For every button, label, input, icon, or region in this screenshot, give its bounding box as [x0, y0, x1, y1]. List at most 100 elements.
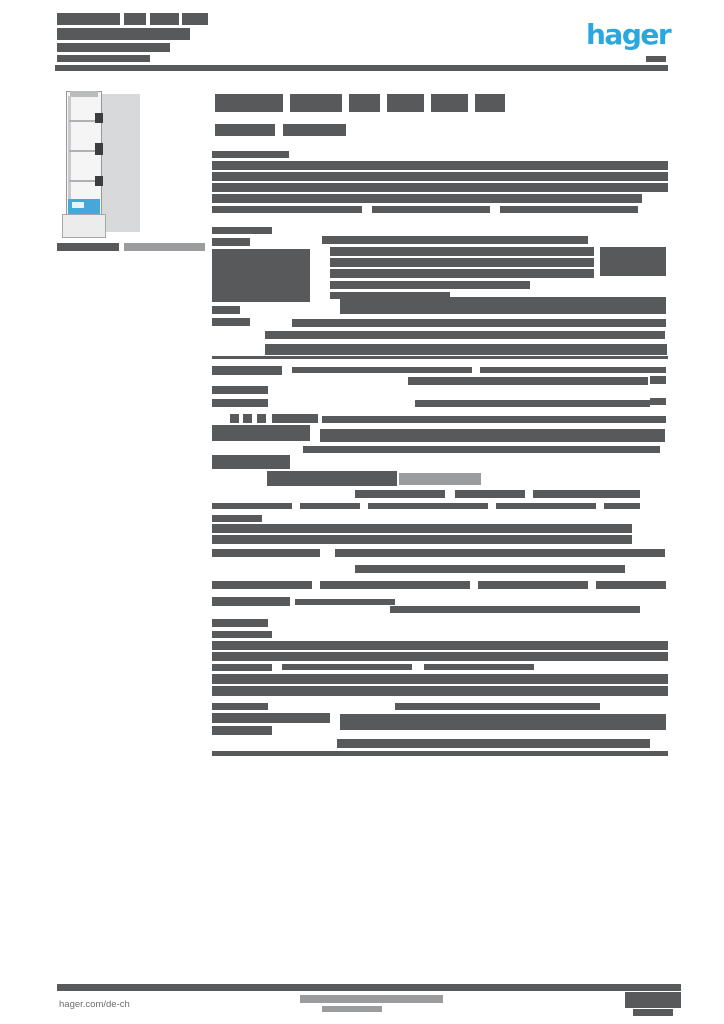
illegible-text-line — [290, 94, 342, 112]
illegible-text-line — [320, 581, 470, 589]
illegible-text-line — [212, 399, 268, 407]
illegible-text-line — [300, 995, 443, 1003]
illegible-text-line — [57, 43, 170, 52]
product-photo-top-cap — [70, 91, 98, 97]
illegible-text-line — [415, 400, 650, 407]
illegible-text-line — [349, 94, 380, 112]
illegible-text-line — [395, 703, 600, 710]
illegible-text-line — [330, 258, 594, 267]
illegible-text-line — [150, 13, 179, 25]
illegible-text-line — [390, 606, 640, 613]
illegible-text-line — [604, 503, 640, 509]
divider-rule — [55, 65, 668, 71]
illegible-text-line — [646, 56, 666, 62]
illegible-text-line — [596, 581, 666, 589]
illegible-text-line — [212, 535, 632, 544]
illegible-text-line — [480, 367, 666, 373]
illegible-text-line — [212, 306, 240, 314]
illegible-text-line — [600, 247, 666, 276]
illegible-text-line — [322, 416, 666, 423]
illegible-text-line — [424, 664, 534, 670]
illegible-text-line — [533, 490, 640, 498]
illegible-text-line — [212, 206, 362, 213]
illegible-text-line — [212, 597, 290, 606]
illegible-text-line — [212, 726, 272, 735]
product-photo-terminal — [95, 143, 103, 155]
illegible-text-line — [387, 94, 424, 112]
illegible-text-line — [212, 503, 292, 509]
illegible-text-line — [212, 664, 272, 671]
illegible-text-line — [243, 414, 252, 423]
illegible-text-line — [212, 386, 268, 394]
illegible-text-line — [399, 473, 481, 485]
illegible-text-line — [265, 344, 667, 355]
illegible-text-line — [283, 124, 346, 136]
illegible-text-line — [322, 236, 588, 244]
illegible-text-line — [322, 1006, 382, 1012]
illegible-text-line — [431, 94, 468, 112]
illegible-text-line — [212, 161, 668, 170]
divider-rule — [212, 356, 668, 359]
product-photo-base — [62, 214, 106, 238]
illegible-text-line — [625, 992, 681, 1008]
illegible-text-line — [212, 549, 320, 557]
illegible-text-line — [57, 243, 119, 251]
hager-logo: hager — [586, 18, 672, 51]
illegible-text-line — [212, 515, 262, 522]
illegible-text-line — [212, 425, 310, 441]
illegible-text-line — [124, 13, 146, 25]
illegible-text-line — [330, 247, 594, 256]
illegible-text-line — [500, 206, 638, 213]
product-photo-groove — [69, 180, 99, 182]
footer-website-link[interactable]: hager.com/de-ch — [59, 995, 169, 1015]
illegible-text-line — [282, 664, 412, 670]
product-photo-terminal — [95, 113, 103, 123]
illegible-text-line — [496, 503, 596, 509]
illegible-text-line — [212, 227, 272, 234]
product-photo-shading — [68, 96, 71, 226]
product-photo-terminal — [95, 176, 103, 186]
illegible-text-line — [212, 641, 668, 650]
illegible-text-line — [650, 376, 666, 384]
illegible-text-line — [124, 243, 205, 251]
product-photo-blue-module-slot — [72, 202, 84, 208]
illegible-text-line — [372, 206, 490, 213]
illegible-text-line — [212, 686, 668, 696]
illegible-text-line — [340, 297, 666, 314]
illegible-text-line — [212, 366, 282, 375]
illegible-text-line — [295, 599, 395, 605]
product-photo-groove — [69, 150, 99, 152]
illegible-text-line — [368, 503, 488, 509]
illegible-text-line — [182, 13, 208, 25]
divider-rule — [212, 751, 668, 756]
product-photo-groove — [69, 120, 99, 122]
illegible-text-line — [212, 703, 268, 710]
illegible-text-line — [57, 13, 120, 25]
illegible-text-line — [212, 652, 668, 661]
illegible-text-line — [215, 124, 275, 136]
illegible-text-line — [212, 524, 632, 533]
illegible-text-line — [230, 414, 239, 423]
illegible-text-line — [330, 292, 450, 299]
illegible-text-line — [408, 377, 648, 385]
illegible-text-line — [300, 503, 360, 509]
illegible-text-line — [292, 367, 472, 373]
illegible-text-line — [212, 581, 312, 589]
illegible-text-line — [475, 94, 505, 112]
illegible-text-line — [265, 331, 665, 339]
illegible-text-line — [303, 446, 660, 453]
illegible-text-line — [633, 1009, 673, 1016]
illegible-text-line — [330, 269, 594, 278]
illegible-text-line — [272, 414, 318, 423]
illegible-text-line — [57, 28, 190, 40]
divider-rule — [57, 984, 681, 991]
illegible-text-line — [212, 194, 642, 203]
illegible-text-line — [57, 55, 150, 62]
illegible-text-line — [337, 739, 650, 748]
illegible-text-line — [292, 319, 666, 327]
product-photo-panel — [100, 94, 140, 232]
illegible-text-line — [320, 429, 665, 442]
illegible-text-line — [335, 549, 665, 557]
illegible-text-line — [478, 581, 588, 589]
